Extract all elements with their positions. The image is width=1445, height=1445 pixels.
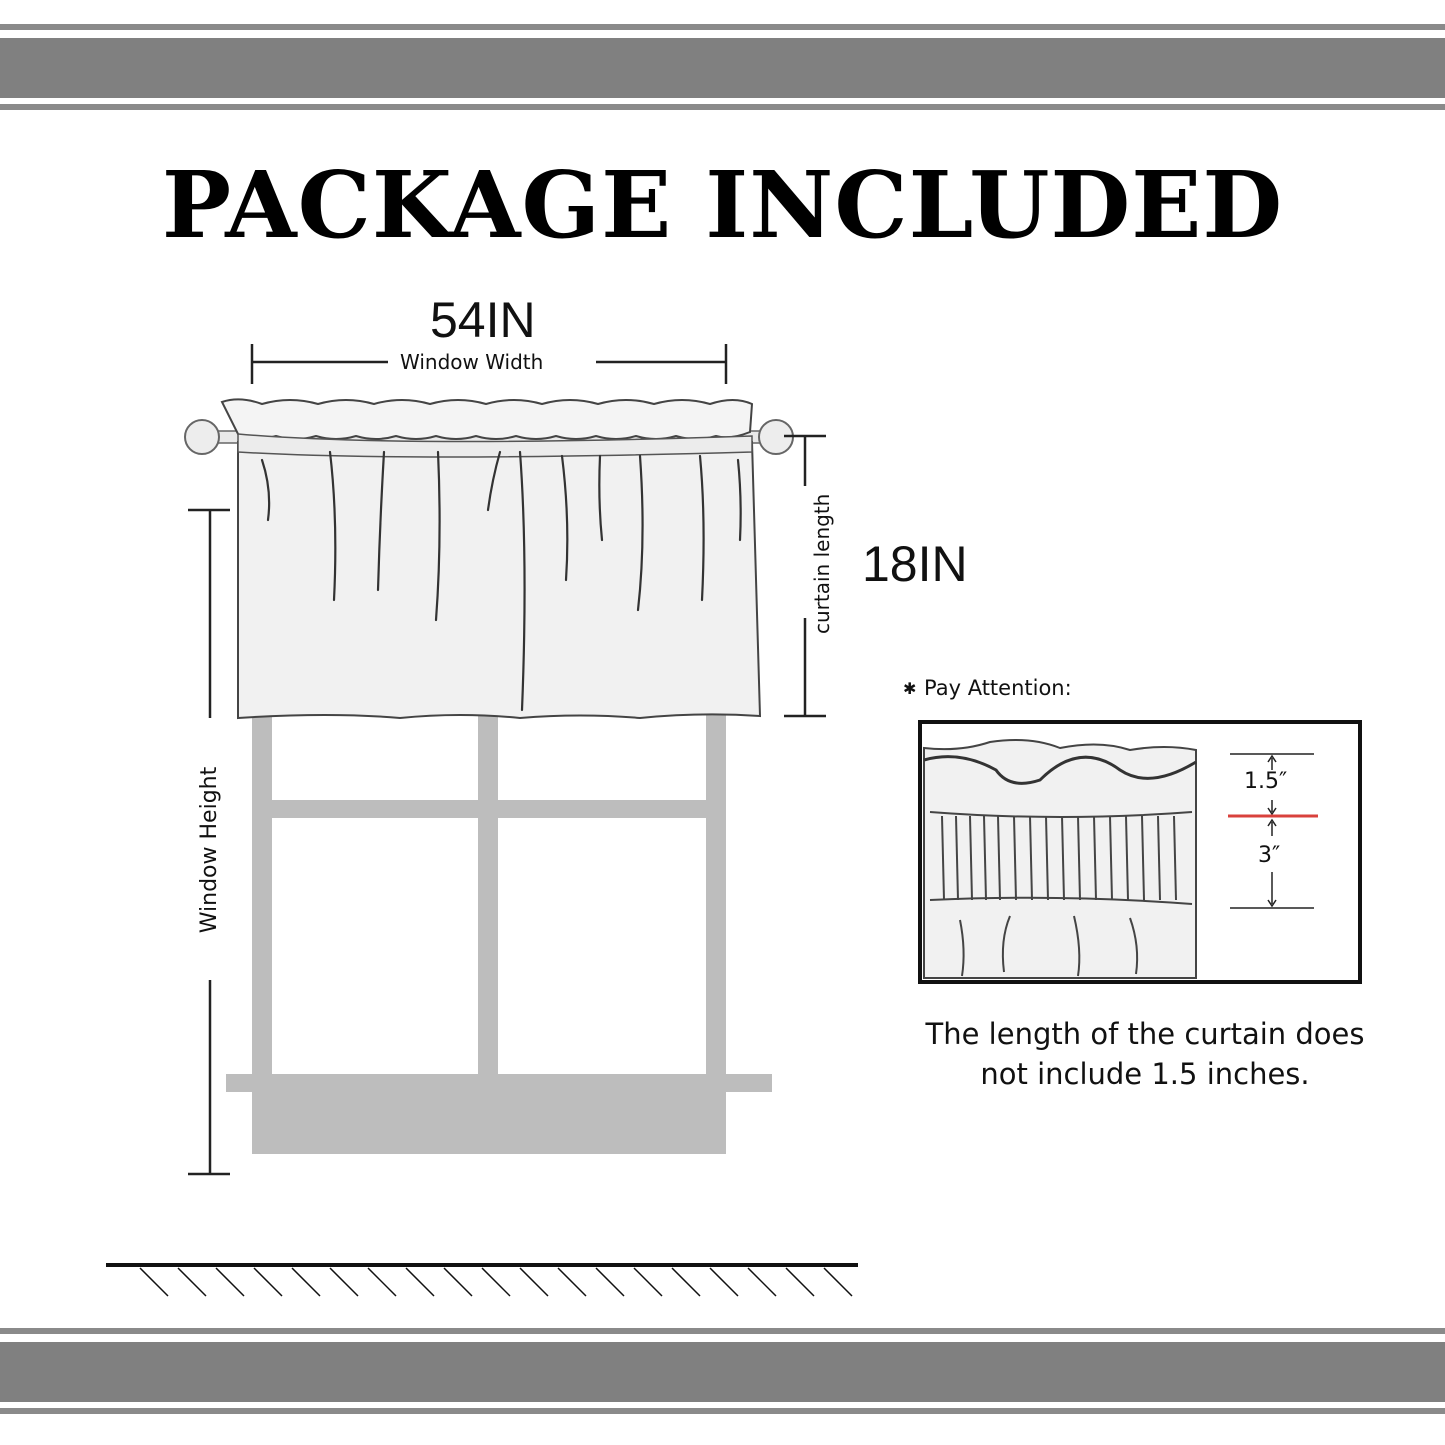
detail-bottom-measure: 3″ [1258,843,1281,868]
attention-note: The length of the curtain does not inclu… [880,1014,1410,1094]
top-band [0,38,1445,98]
attention-detail [918,720,1362,984]
window-frame-center [478,700,498,1074]
window-crossbar-left [272,800,478,818]
length-value: 18IN [862,536,968,592]
window-height-label: Window Height [197,766,222,934]
detail-ruffle [923,755,1197,785]
detail-curtain [923,739,1197,979]
bottom-band [0,1342,1445,1402]
rod-pocket [237,433,753,458]
window-crossbar-right [498,800,706,818]
window-sill [226,1074,772,1092]
width-value: 54IN [430,292,536,348]
star-icon: ✱ [903,679,916,698]
width-label: Window Width [400,350,544,374]
window-frame-left [252,700,272,1074]
top-band-thin-2 [0,104,1445,110]
note-line-1: The length of the curtain does [925,1017,1365,1051]
floor [106,1263,858,1297]
rod-finial-left [184,419,220,455]
attention-heading: Pay Attention: [924,676,1072,700]
page-title: PACKAGE INCLUDED [161,151,1284,259]
window-frame-right [706,700,726,1074]
length-dimension [784,434,826,718]
length-label: curtain length [810,493,834,634]
curtain-folds [260,450,742,712]
detail-measure [1230,753,1314,909]
window-base [252,1092,726,1154]
detail-top-measure: 1.5″ [1244,769,1288,794]
top-band-thin [0,24,1445,30]
note-line-2: not include 1.5 inches. [980,1057,1310,1091]
height-dimension [188,508,230,1176]
bottom-band-thin-2 [0,1408,1445,1414]
bottom-band-thin [0,1328,1445,1334]
curtain-panel [237,441,762,720]
width-dimension [250,344,728,384]
curtain-header [220,398,754,440]
detail-gathers [929,811,1193,977]
